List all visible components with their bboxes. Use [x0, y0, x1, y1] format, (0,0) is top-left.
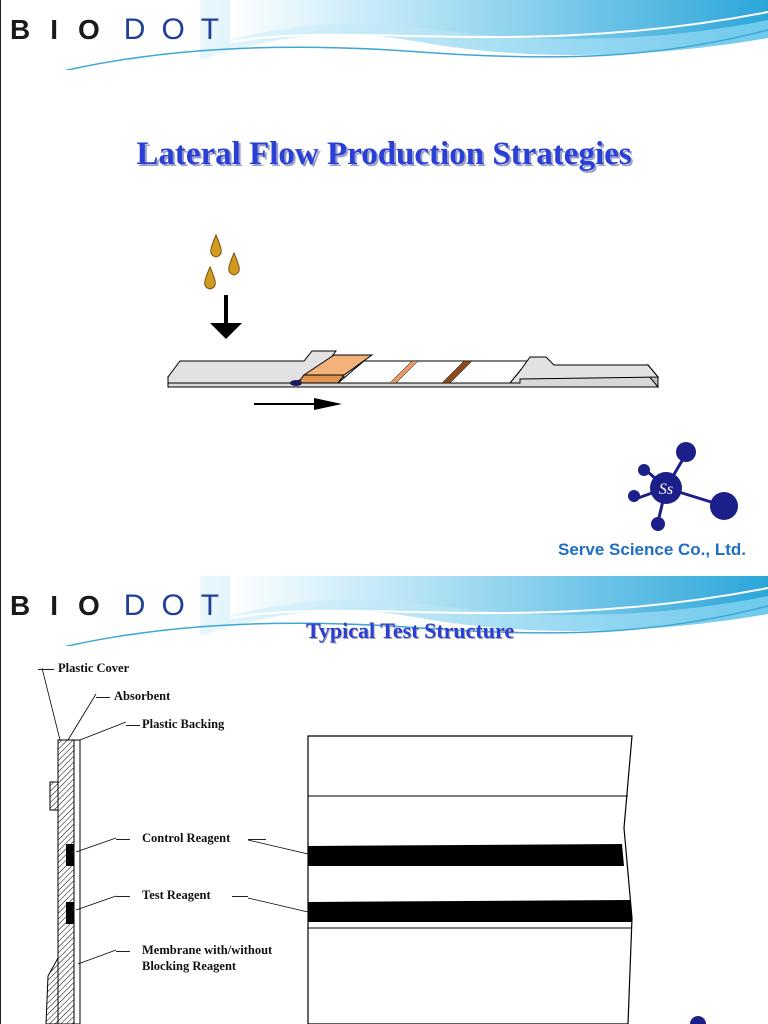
label-plastic-backing: Plastic Backing — [142, 717, 225, 731]
sample-drop-icon — [228, 251, 240, 276]
logo-dot-text: DOT — [123, 589, 236, 622]
label-test-reagent: Test Reagent — [142, 888, 211, 902]
label-membrane-line1: Membrane with/without — [142, 943, 273, 957]
header-wave-graphic — [64, 0, 768, 70]
logo-bio-text: BIO — [10, 590, 120, 621]
biodot-logo: BIO DOT — [10, 10, 235, 50]
slide-border — [0, 576, 1, 1024]
down-arrow-head — [210, 323, 242, 339]
test-structure-diagram — [41, 667, 633, 1024]
slide-title: Typical Test Structure — [305, 618, 515, 643]
label-plastic-cover: Plastic Cover — [58, 661, 130, 675]
label-absorbent: Absorbent — [114, 689, 171, 703]
biodot-logo: BIO DOT — [10, 586, 235, 626]
serve-science-molecule-logo: Ss — [628, 442, 738, 531]
label-membrane-line2: Blocking Reagent — [142, 959, 237, 973]
slide-title: Lateral Flow Production Strategies — [136, 136, 632, 172]
slide-lateral-flow: BIO DOT Lateral Flow Production Strategi… — [0, 0, 768, 576]
slide-border — [0, 0, 1, 576]
logo-bio-text: BIO — [10, 14, 120, 45]
strip-svg — [166, 233, 660, 410]
sample-drop-icon — [204, 265, 216, 290]
test-strip-illustration — [100, 203, 704, 435]
company-name: Serve Science Co., Ltd. — [557, 540, 746, 559]
logo-dot-text: DOT — [123, 13, 236, 46]
sample-drop-icon — [210, 233, 222, 258]
header-wave-graphic — [64, 576, 768, 646]
slide-test-structure: BIO DOT Typical Test Structure — [0, 576, 768, 1024]
svg-text:Ss: Ss — [659, 481, 673, 498]
molecule-logo-fragment — [690, 1016, 706, 1024]
label-control-reagent: Control Reagent — [142, 831, 231, 845]
